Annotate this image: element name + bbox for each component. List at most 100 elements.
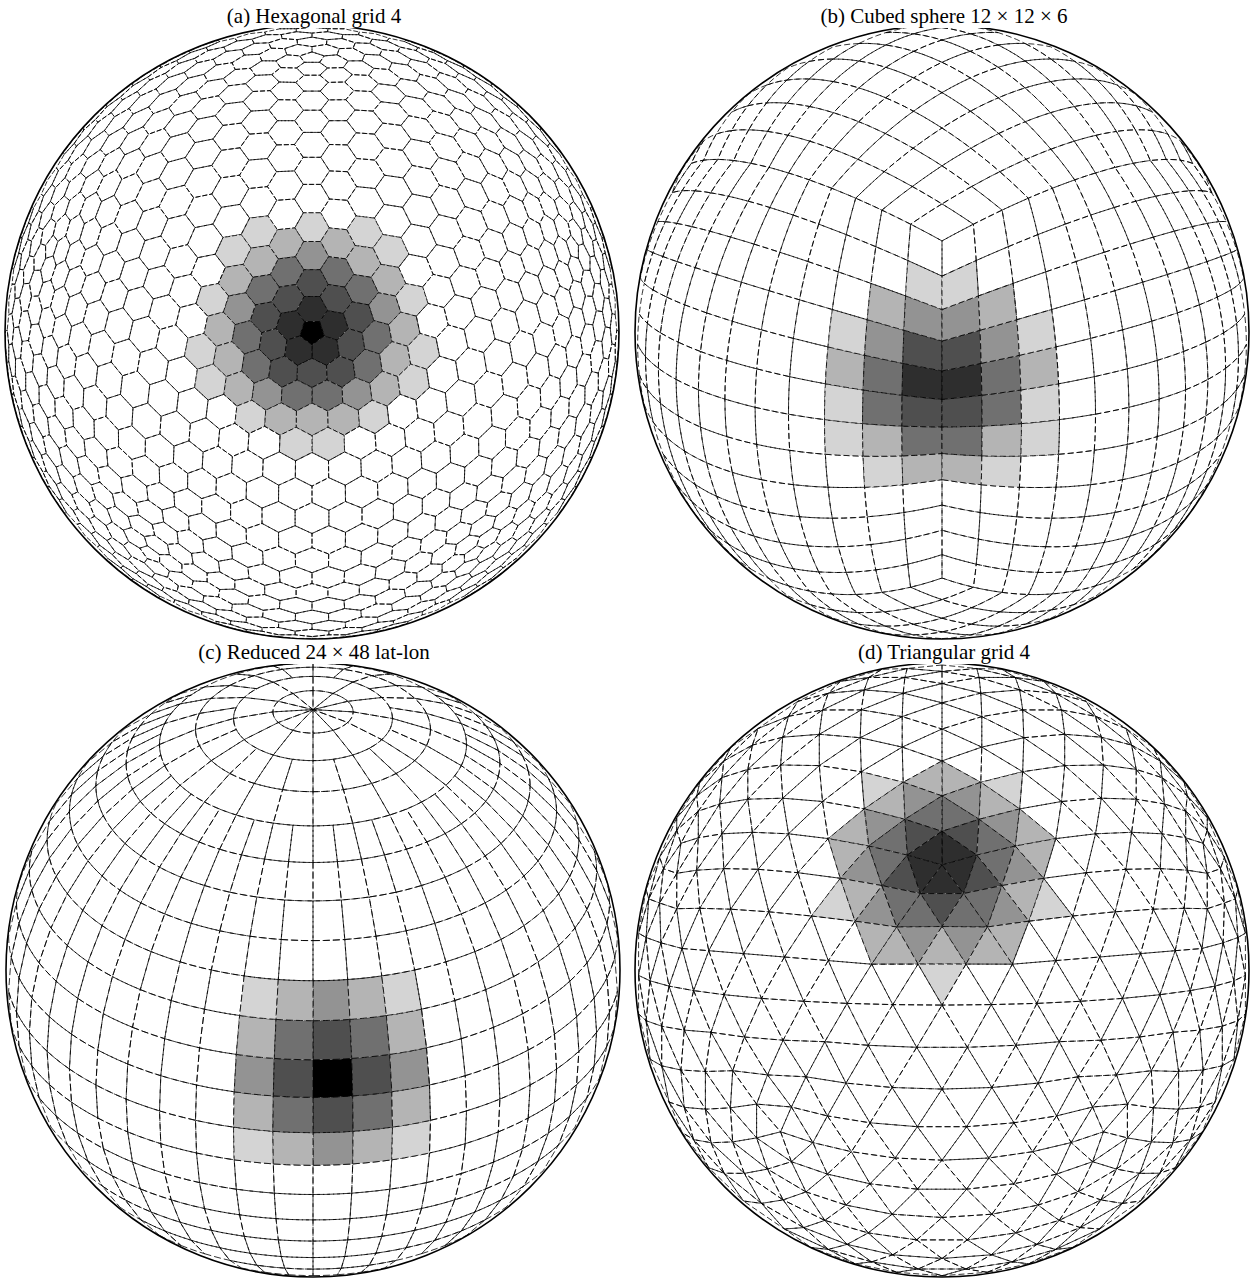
grid-cell <box>566 335 583 368</box>
grid-cell <box>313 940 348 981</box>
grid-cell <box>1215 1059 1234 1102</box>
grid-cell <box>787 79 833 107</box>
grid-cell <box>41 256 57 283</box>
grid-cell <box>783 710 823 737</box>
grid-cell <box>917 1127 966 1161</box>
grid-cell <box>1189 262 1218 305</box>
grid-cell <box>176 303 208 338</box>
grid-cell <box>312 478 346 511</box>
grid-cell <box>538 946 570 999</box>
grid-cell <box>660 297 684 342</box>
grid-cell <box>215 235 251 268</box>
grid-cell <box>67 861 102 910</box>
grid-cell <box>296 75 328 91</box>
grid-cell <box>152 573 178 591</box>
grid-cell <box>677 191 711 227</box>
grid-cell <box>192 552 220 573</box>
grid-cell <box>971 98 1026 134</box>
grid-cell <box>902 693 942 717</box>
grid-cell <box>464 316 495 352</box>
grid-cell <box>49 778 77 821</box>
grid-cell <box>89 499 112 525</box>
grid-cell <box>864 677 905 693</box>
grid-cell <box>126 1099 161 1144</box>
grid-cell <box>942 608 1000 625</box>
grid-cell <box>1160 834 1187 870</box>
grid-cell <box>9 344 16 377</box>
grid-cell <box>1086 834 1126 873</box>
grid-cell <box>1186 796 1208 830</box>
grid-cell <box>321 145 357 172</box>
grid-cell <box>1136 769 1164 804</box>
grid-cell <box>283 759 313 792</box>
grid-cell <box>748 555 788 586</box>
grid-cell <box>345 476 378 508</box>
grid-cell <box>19 408 33 441</box>
grid-cell <box>313 710 348 731</box>
grid-cell <box>677 908 700 948</box>
grid-cell <box>570 963 594 1017</box>
grid-cell <box>514 816 549 861</box>
grid-cell <box>420 586 447 602</box>
grid-cell <box>1028 188 1065 234</box>
grid-cell <box>730 1071 756 1108</box>
grid-cell <box>970 45 1025 67</box>
grid-cell <box>658 333 678 380</box>
grid-cell <box>294 157 329 184</box>
grid-cell <box>67 1145 102 1186</box>
grid-cell <box>403 139 439 169</box>
grid-cell <box>510 330 537 366</box>
grid-cell <box>646 857 660 899</box>
grid-cell <box>1140 1032 1173 1070</box>
grid-cell <box>1184 870 1207 909</box>
grid-cell <box>132 403 161 439</box>
grid-cell <box>1101 798 1136 832</box>
grid-cell <box>575 909 599 963</box>
grid-cell <box>312 597 345 613</box>
grid-cell <box>206 394 237 429</box>
grid-cell <box>72 492 95 519</box>
grid-cell <box>722 832 752 868</box>
grid-cell <box>442 555 464 573</box>
grid-cell <box>781 734 820 765</box>
grid-cell <box>697 761 724 796</box>
grid-cell <box>979 677 1020 693</box>
grid-cell <box>369 685 415 698</box>
grid-cell <box>177 530 204 554</box>
grid-cell <box>408 333 440 369</box>
grid-cell <box>1025 59 1075 82</box>
grid-cell <box>159 185 194 219</box>
grid-cell <box>29 324 44 355</box>
grid-cell <box>662 1026 685 1070</box>
grid-cell <box>1074 579 1115 605</box>
grid-cell <box>1101 1169 1140 1200</box>
grid-cell <box>903 480 942 513</box>
grid-cell <box>1059 414 1096 454</box>
grid-cell <box>503 195 529 228</box>
grid-cell <box>491 109 520 136</box>
grid-cell <box>375 175 412 207</box>
grid-cell <box>344 564 376 586</box>
grid-cell <box>269 39 298 49</box>
grid-cell <box>748 737 783 769</box>
grid-cell <box>15 358 25 392</box>
grid-cell <box>312 32 343 40</box>
grid-cell <box>156 72 188 94</box>
grid-cell <box>234 698 279 719</box>
grid-cell <box>464 89 495 114</box>
grid-cell <box>982 738 1024 772</box>
grid-cell <box>295 132 330 157</box>
grid-cell <box>56 464 77 494</box>
grid-cell <box>345 936 382 979</box>
grid-cell <box>976 247 1013 296</box>
grid-cell <box>102 890 141 939</box>
grid-cell <box>111 339 140 376</box>
grid-cell <box>378 519 409 547</box>
grid-cell <box>886 51 942 78</box>
grid-cell <box>211 931 250 976</box>
grid-cell <box>982 424 1022 457</box>
grid-cell <box>514 1133 549 1176</box>
grid-cell <box>1162 804 1186 838</box>
grid-cell <box>1184 379 1208 427</box>
grid-cell <box>1002 198 1038 247</box>
